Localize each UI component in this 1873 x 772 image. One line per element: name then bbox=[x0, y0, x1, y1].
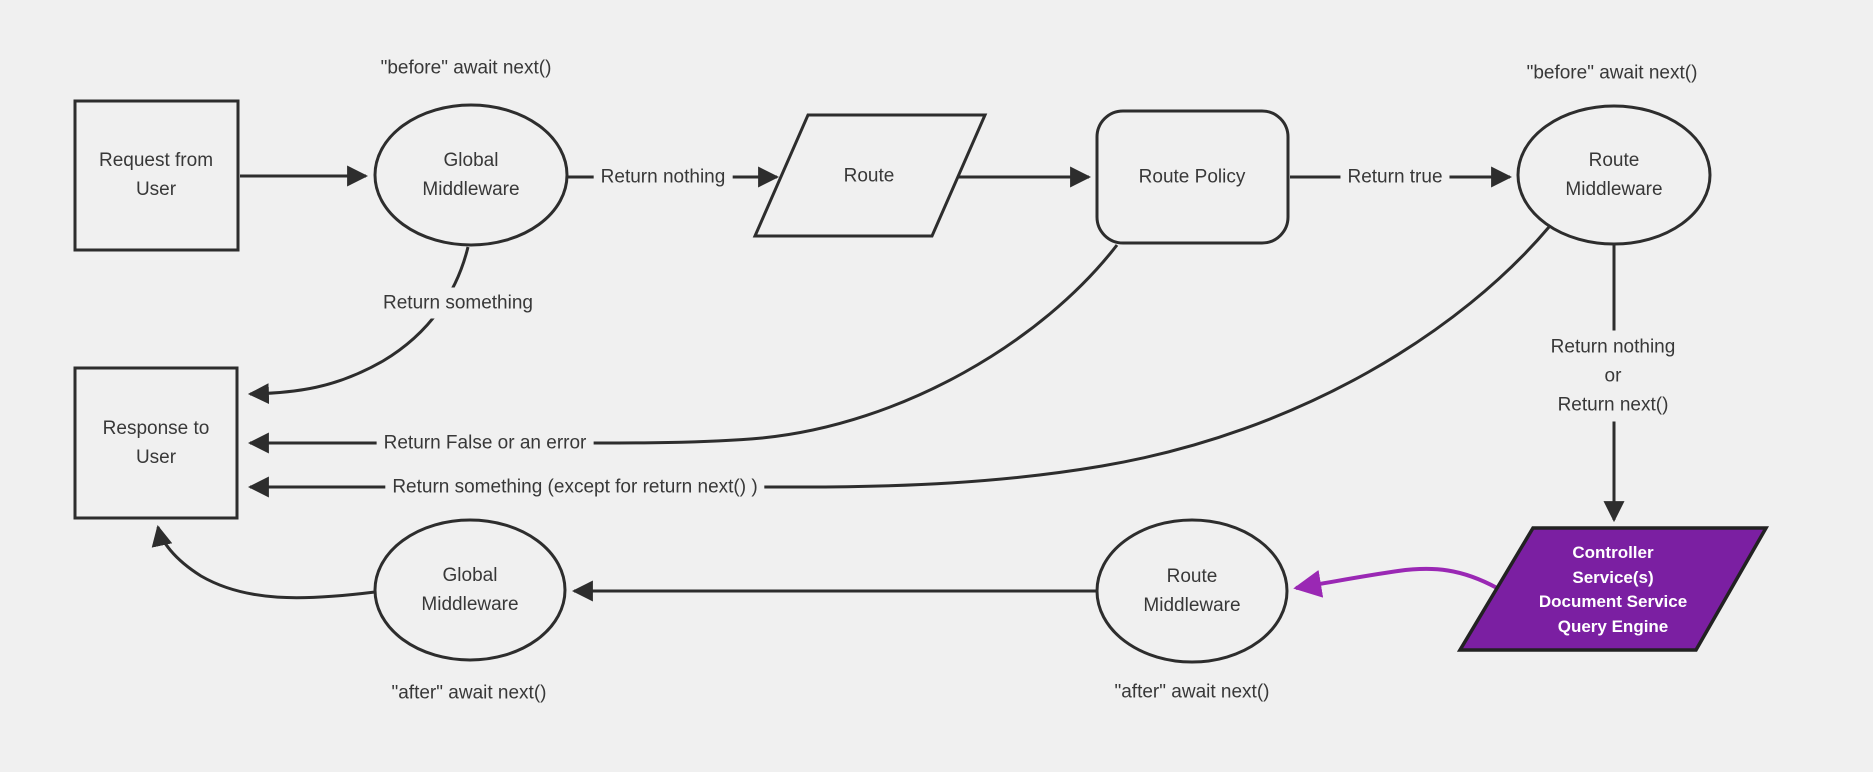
return-nothing-or-next-line-3: Return next() bbox=[1557, 394, 1669, 416]
controller-line-2: Service(s) bbox=[1572, 567, 1654, 587]
controller-line-4: Query Engine bbox=[1557, 616, 1669, 636]
global-middleware-top-label: Global Middleware bbox=[422, 150, 520, 200]
edge-return-false-to-response bbox=[247, 244, 1119, 454]
controller-line-1: Controller bbox=[1572, 543, 1654, 562]
return-nothing-or-next-line-2: or bbox=[1604, 365, 1622, 387]
route-parallelogram bbox=[752, 113, 988, 238]
request-from-user-box bbox=[73, 99, 240, 252]
controller-line-3: Document Service bbox=[1538, 592, 1688, 611]
route-label: Route bbox=[843, 165, 895, 187]
route-middleware-bottom-ellipse bbox=[1095, 518, 1289, 664]
controller-services-parallelogram bbox=[1456, 526, 1770, 652]
route-middleware-bottom-label: Route Middleware bbox=[1143, 566, 1241, 616]
global-middleware-top-ellipse bbox=[373, 103, 569, 247]
global-middleware-bottom-ellipse bbox=[373, 518, 567, 662]
return-nothing-edge-label: Return nothing bbox=[593, 161, 733, 193]
global-middleware-bottom-label: Global Middleware bbox=[421, 565, 519, 615]
return-nothing-or-next-edge-label: Return nothing or Return next() bbox=[1540, 330, 1686, 422]
route-policy-box bbox=[1095, 109, 1290, 245]
after-await-next-left-label: "after" await next() bbox=[391, 682, 547, 704]
return-something-edge-label: Return something bbox=[376, 287, 540, 319]
edge-global-middleware-bottom-to-response bbox=[151, 524, 376, 600]
return-nothing-or-next-line-1: Return nothing bbox=[1550, 336, 1676, 358]
route-policy-label: Route Policy bbox=[1138, 166, 1246, 188]
response-to-user-label: Response to User bbox=[102, 418, 210, 468]
route-middleware-top-label: Route Middleware bbox=[1565, 150, 1663, 200]
after-await-next-middle-label: "after" await next() bbox=[1114, 681, 1270, 703]
edge-return-something-except-to-response bbox=[247, 226, 1551, 498]
response-to-user-box bbox=[73, 366, 239, 520]
return-false-edge-label: Return False or an error bbox=[376, 427, 594, 459]
route-middleware-top-ellipse bbox=[1516, 104, 1712, 246]
return-true-edge-label: Return true bbox=[1340, 161, 1450, 193]
request-from-user-label: Request from User bbox=[98, 150, 214, 200]
edge-return-something-to-response bbox=[247, 246, 470, 405]
return-something-except-edge-label: Return something (except for return next… bbox=[385, 471, 765, 503]
controller-services-label: Controller Service(s) Document Service Q… bbox=[1539, 541, 1687, 639]
before-await-next-left-label: "before" await next() bbox=[380, 57, 552, 79]
before-await-next-right-label: "before" await next() bbox=[1526, 62, 1698, 84]
edge-controller-to-route-middleware-bottom bbox=[1293, 566, 1498, 598]
